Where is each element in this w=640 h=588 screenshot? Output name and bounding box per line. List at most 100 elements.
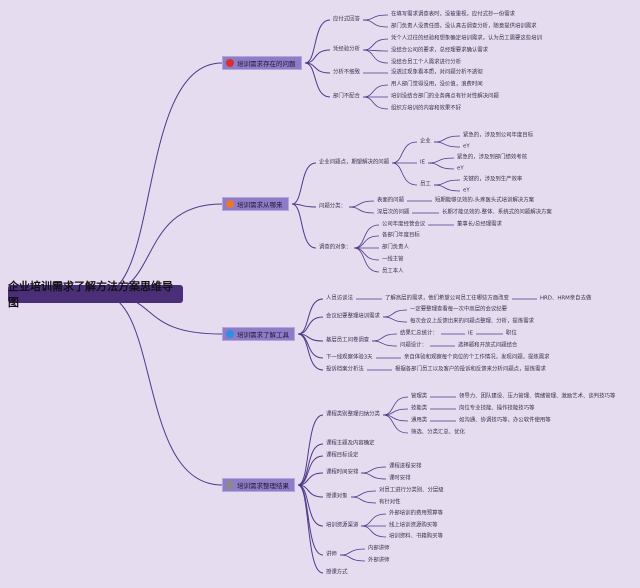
detail-node[interactable]: 紧急的，涉及到部门绩效考核 — [457, 154, 528, 161]
detail-node[interactable]: 岗位专业技能、操作技能技巧等 — [459, 405, 535, 412]
detail-node[interactable]: 长期才能见效的-整体、系统式的问题解决方案 — [442, 209, 552, 216]
detail-node[interactable]: 培训没结合部门的业务痛点有针对性解决问题 — [391, 93, 499, 100]
detail-node[interactable]: 课时安排 — [389, 475, 411, 482]
subtopic-node[interactable]: 部门不配合 — [333, 93, 360, 100]
detail-node[interactable]: 企业 — [420, 138, 431, 145]
subtopic-node[interactable]: 人员访谈法 — [326, 295, 353, 302]
subtopic-node[interactable]: 企业问题点，期望解决的问题 — [319, 159, 390, 166]
subtopic-node[interactable]: 问题分类： — [319, 203, 346, 210]
connector-line — [362, 84, 389, 98]
detail-node[interactable]: 结果汇总统计： — [400, 330, 438, 337]
branch-label: 培训需求了解工具 — [237, 331, 289, 339]
subtopic-node[interactable]: 基层员工问卷调查 — [326, 337, 370, 344]
detail-node[interactable]: HRD、HRM亲自去做 — [540, 295, 592, 302]
subtopic-node[interactable]: 应付式回答 — [333, 16, 360, 23]
subtopic-node[interactable]: 课程主题及内容确定 — [326, 440, 375, 447]
branch-4[interactable]: 培训需求整理结果 — [222, 478, 295, 492]
detail-node[interactable]: 亲自体验和观察每个岗位的个工作情况，发现问题，提炼需求 — [404, 354, 550, 361]
detail-node[interactable]: 问题设计： — [400, 342, 427, 349]
subtopic-node[interactable]: 讲师 — [326, 551, 337, 558]
connector-line — [297, 298, 324, 335]
connector-line — [360, 513, 387, 527]
detail-node[interactable]: 有针对性 — [379, 499, 401, 506]
detail-node[interactable]: 线上培训资源购买等 — [389, 522, 438, 529]
detail-node[interactable]: IE — [468, 330, 473, 337]
connector-line — [99, 293, 223, 486]
detail-node[interactable]: 外部讲师 — [368, 557, 390, 564]
connector-line — [304, 19, 331, 64]
detail-node[interactable]: 对员工进行分类别、分层级 — [379, 487, 444, 494]
connector-line — [353, 235, 380, 249]
detail-node[interactable]: 每次会议上反馈出来的问题点整理、分析，提炼需求 — [410, 318, 534, 325]
detail-node[interactable]: 根据各部门员工以及客户的投诉和反馈来分析问题点，提炼需求 — [395, 366, 546, 373]
subtopic-node[interactable]: 会议纪要整理培训需求 — [326, 313, 380, 320]
detail-node[interactable]: 一线主管 — [382, 256, 404, 263]
subtopic-node[interactable]: 授课方式 — [326, 569, 348, 576]
detail-node[interactable]: eY — [463, 187, 470, 194]
connector-line — [348, 206, 375, 214]
detail-node[interactable]: 部门负责人 — [382, 244, 409, 251]
detail-node[interactable]: 短期能够见效的-头疼医头式培训解决方案 — [435, 197, 534, 204]
subtopic-node[interactable]: 调查的对象： — [319, 244, 352, 251]
detail-node[interactable]: 技能类 — [411, 405, 428, 412]
subtopic-node[interactable]: 培训资源渠道 — [326, 522, 359, 529]
connector-line — [99, 62, 223, 295]
detail-node[interactable]: 课程进程安排 — [389, 463, 422, 470]
detail-node[interactable]: 领导力、团队建设、压力管理、情绪管理、激励艺术、谈判技巧等 — [459, 393, 616, 400]
detail-node[interactable]: 没结合员工个人需求进行分析 — [391, 59, 462, 66]
detail-node[interactable]: 筛选、分类汇总、优化 — [411, 429, 465, 436]
detail-node[interactable]: eY — [463, 143, 470, 150]
detail-node[interactable]: 培训资料、书籍购买等 — [389, 533, 443, 540]
detail-node[interactable]: 关键的，涉及到生产效率 — [463, 176, 523, 183]
detail-node[interactable]: 各部门年度目标 — [382, 232, 420, 239]
subtopic-node[interactable]: 授课对象 — [326, 493, 348, 500]
detail-node[interactable]: 公司年度经营会议 — [382, 221, 426, 228]
detail-node[interactable]: 员工本人 — [382, 268, 404, 275]
branch-3[interactable]: 培训需求了解工具 — [222, 327, 295, 341]
detail-node[interactable]: 如沟通、协调技巧等，办公软件使用等 — [459, 417, 551, 424]
connector-line — [371, 340, 398, 347]
subtopic-node[interactable]: 课程时间安排 — [326, 469, 359, 476]
subtopic-node[interactable]: 凭经验分析 — [333, 46, 360, 53]
detail-node[interactable]: 深层次的问题 — [377, 209, 410, 216]
detail-node[interactable]: 管理类 — [411, 393, 428, 400]
detail-node[interactable]: 外部培训的费用预算等 — [389, 510, 443, 517]
root-topic[interactable]: 企业培训需求了解方法方案思维导图 — [8, 280, 183, 309]
detail-node[interactable]: 紧急的，涉及到公司年度目标 — [463, 132, 534, 139]
branch-2[interactable]: 培训需求从哪来 — [222, 197, 289, 211]
connector-line — [427, 157, 455, 164]
detail-node[interactable]: 员工 — [420, 181, 431, 188]
detail-node[interactable]: eY — [457, 165, 464, 172]
subtopic-node[interactable]: 投诉档案分析法 — [326, 366, 364, 373]
detail-node[interactable]: 没结合公司的要求，总经理要求确认需求 — [391, 47, 489, 54]
subtopic-node[interactable]: 下一线观察体验3天 — [326, 354, 373, 361]
detail-node[interactable]: 没透过现象看本质，对问题分析不透彻 — [391, 69, 483, 76]
detail-node[interactable]: 职位 — [506, 330, 517, 337]
detail-node[interactable]: 用人部门觉得没用，没价值，浪费时间 — [391, 81, 483, 88]
branch-1[interactable]: 培训需求存在的问题 — [222, 56, 302, 70]
connector-line — [360, 466, 387, 474]
connector-line — [291, 162, 317, 205]
detail-node[interactable]: 董事长/总经理需求 — [457, 221, 502, 228]
detail-node[interactable]: 了解高层的需求，他们希望公司员工往哪些方面改变 — [385, 295, 509, 302]
connector-line — [433, 135, 461, 143]
connector-line — [297, 414, 324, 486]
detail-node[interactable]: IE — [420, 159, 425, 166]
subtopic-node[interactable]: 课程类别整理归纳分类 — [326, 411, 380, 418]
alert-icon — [226, 59, 234, 67]
subtopic-node[interactable]: 课程目标设定 — [326, 452, 359, 459]
connector-line — [297, 455, 324, 486]
detail-node[interactable]: 部门负责人没责任感，没认真去调查分析，随意提供培训需求 — [391, 23, 537, 30]
connector-line — [297, 333, 324, 359]
detail-node[interactable]: 通用类 — [411, 417, 428, 424]
subtopic-node[interactable]: 分析不细致 — [333, 69, 360, 76]
detail-node[interactable]: 组织方培训的内容和效果不好 — [391, 105, 462, 112]
detail-node[interactable]: 凭个人过往的经验和想象确定培训需求，认为员工需要这些培训 — [391, 35, 542, 42]
detail-node[interactable]: 选择题和开放式问题结合 — [458, 342, 518, 349]
detail-node[interactable]: 一定要整理查看每一次中高层的会议纪要 — [410, 306, 508, 313]
detail-node[interactable]: 内部讲师 — [368, 545, 390, 552]
connector-line — [339, 554, 366, 562]
detail-node[interactable]: 在填写需求调查表时，没被重视，应付式抄一份需求 — [391, 11, 515, 18]
root-title: 企业培训需求了解方法方案思维导图 — [8, 280, 173, 309]
detail-node[interactable]: 表面的问题 — [377, 197, 404, 204]
